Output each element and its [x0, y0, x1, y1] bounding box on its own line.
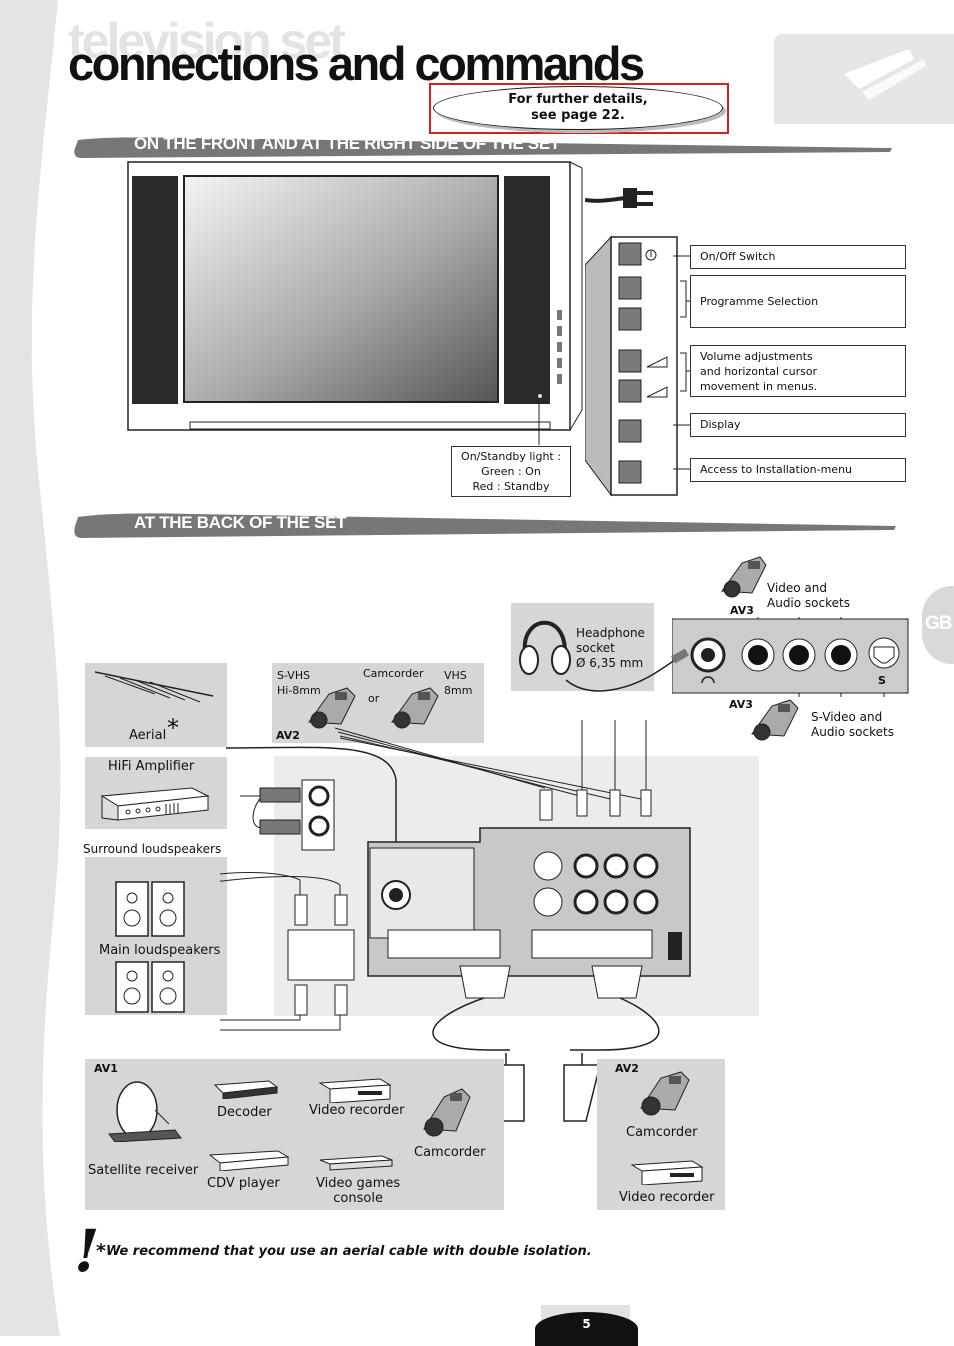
back-section-title: AT THE BACK OF THE SET: [134, 513, 347, 532]
note-text: We recommend that you use an aerial cabl…: [105, 1244, 592, 1259]
loudspeakers-icon: [115, 881, 185, 1013]
ghost-title: television set: [68, 13, 346, 69]
av1-tag: AV1: [94, 1062, 118, 1075]
camcorder-top-label: Camcorder: [363, 667, 424, 680]
aerial-antenna-icon: [95, 671, 214, 703]
main-loudspeakers-label: Main loudspeakers: [99, 943, 221, 958]
camcorder-icon: [640, 1071, 690, 1116]
camcorder-icon: [308, 687, 356, 729]
svideo-symbol: S: [878, 674, 886, 687]
video-recorder-icon: [630, 1160, 704, 1185]
av2-video-recorder-label: Video recorder: [619, 1190, 715, 1205]
av2-top-tag: AV2: [276, 729, 300, 742]
decoder-icon: [213, 1080, 279, 1099]
display-label: Display: [690, 413, 906, 437]
camcorder-icon: [423, 1088, 471, 1137]
installation-menu-label: Access to Installation-menu: [690, 458, 906, 482]
headphones-icon: [519, 620, 571, 675]
warning-exclamation-icon: !: [74, 1217, 100, 1285]
video-recorder-label: Video recorder: [309, 1103, 405, 1118]
or-label: or: [368, 692, 380, 705]
hifi-amplifier-icon: [100, 787, 210, 821]
video-recorder-icon: [318, 1078, 392, 1103]
av3-socket-panel: [672, 617, 909, 697]
cdv-player-label: CDV player: [207, 1176, 280, 1191]
av2-camcorder-label: Camcorder: [626, 1125, 698, 1140]
camcorder-icon: [721, 556, 767, 598]
side-control-panel: [585, 235, 678, 497]
back-panel-diagram: [220, 720, 691, 1051]
note-asterisk: *: [96, 1240, 106, 1262]
camcorder-icon: [391, 687, 439, 729]
language-tab-label: GB: [925, 613, 952, 634]
av2-bottom-tag: AV2: [615, 1062, 639, 1075]
page-number: 5: [535, 1312, 638, 1346]
headphone-socket-label: Headphone socket Ø 6,35 mm: [576, 626, 645, 670]
on-off-switch-label: On/Off Switch: [690, 245, 906, 269]
cdv-player-icon: [208, 1150, 290, 1171]
further-details-callout: For further details, see page 22.: [433, 86, 723, 130]
programme-selection-label: Programme Selection: [690, 275, 906, 328]
standby-light-label: On/Standby light : Green : On Red : Stan…: [451, 446, 571, 497]
surround-loudspeakers-label: Surround loudspeakers: [83, 842, 222, 856]
av3-svideo-audio-label: S-Video and Audio sockets: [811, 710, 894, 739]
language-tab: [922, 586, 954, 664]
svhs-label: S-VHS Hi-8mm: [277, 669, 321, 697]
headphone-box: [511, 603, 654, 691]
volume-adjustments-label: Volume adjustments and horizontal cursor…: [690, 345, 906, 397]
callout-highlight: [429, 83, 729, 134]
games-console-label: Video games console: [316, 1176, 401, 1206]
back-section-banner: [74, 513, 897, 538]
aerial-cable-note: *We recommend that you use an aerial cab…: [96, 1240, 592, 1262]
front-section-title: ON THE FRONT AND AT THE RIGHT SIDE OF TH…: [134, 134, 560, 153]
satellite-dish-icon: [108, 1081, 182, 1142]
corner-tab: [774, 34, 954, 124]
hifi-amplifier-label: HiFi Amplifier: [108, 759, 195, 774]
camcorder-icon: [751, 699, 799, 741]
power-plug-icon: [585, 188, 653, 208]
headphone-cable: [565, 648, 689, 692]
av1-camcorder-label: Camcorder: [414, 1145, 486, 1160]
page-title: connections and commands: [68, 37, 645, 90]
av2-top-box: [272, 663, 484, 743]
control-leader-lines: [673, 255, 690, 470]
aerial-asterisk: *: [167, 714, 179, 742]
av3-top-tag: AV3: [730, 604, 754, 617]
tv-front-illustration: [127, 161, 583, 445]
satellite-receiver-label: Satellite receiver: [88, 1163, 199, 1178]
av3-video-audio-label: Video and Audio sockets: [767, 581, 850, 610]
decoder-label: Decoder: [217, 1105, 272, 1120]
aerial-label: Aerial: [129, 728, 167, 743]
av3-bottom-tag: AV3: [729, 698, 753, 711]
games-console-icon: [319, 1155, 393, 1171]
remote-logo-icon: [844, 49, 926, 100]
front-section-banner: [74, 137, 893, 158]
vhs-label: VHS 8mm: [444, 669, 473, 697]
